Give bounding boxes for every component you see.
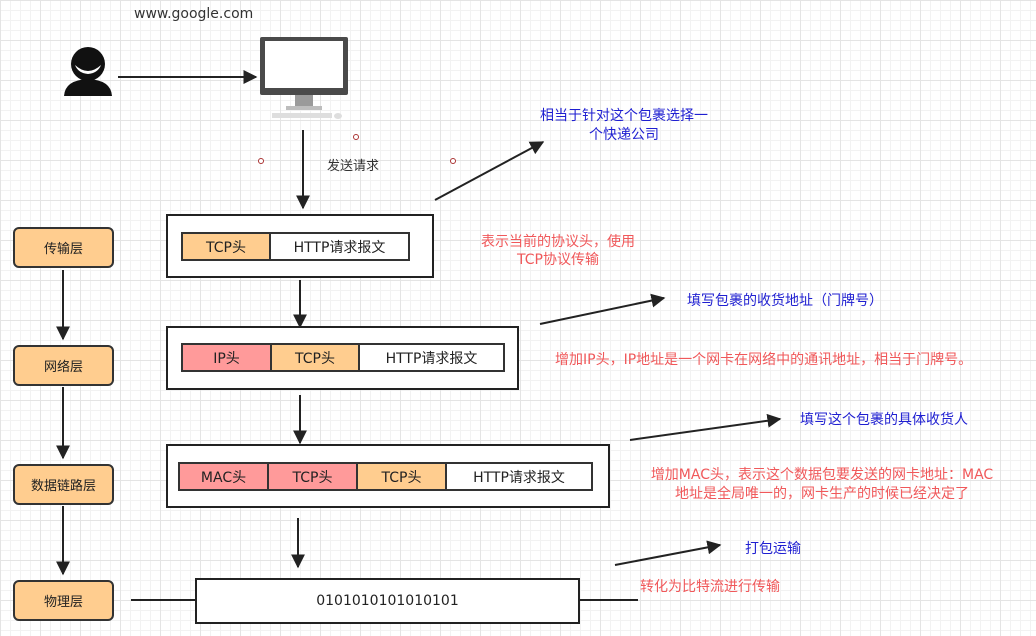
mac-note-line1: 增加MAC头，表示这个数据包要发送的网卡地址：MAC <box>650 467 994 483</box>
tcp-header-cell: TCP头 <box>267 462 358 491</box>
ip-note: 增加IP头，IP地址是一个网卡在网络中的通讯地址，相当于门牌号。 <box>555 352 973 368</box>
layer-network: 网络层 <box>13 345 114 386</box>
pack-note-arrow <box>614 540 722 566</box>
tcp-header-cell: TCP头 <box>181 232 271 261</box>
http-body-cell: HTTP请求报文 <box>358 343 505 372</box>
pack-note: 打包运输 <box>745 541 801 557</box>
http-body-cell: HTTP请求报文 <box>269 232 410 261</box>
send-request-label: 发送请求 <box>327 159 380 174</box>
tcp-header-cell: TCP头 <box>270 343 360 372</box>
transport-note-line2: TCP协议传输 <box>517 252 599 268</box>
recipient-note: 填写这个包裹的具体收货人 <box>800 412 968 428</box>
layer-physical: 物理层 <box>13 580 114 621</box>
connection-dot <box>258 158 264 164</box>
transport-note-line1: 表示当前的协议头，使用 <box>481 234 635 250</box>
computer-icon <box>258 36 350 122</box>
http-body-cell: HTTP请求报文 <box>445 462 593 491</box>
layer-transport: 传输层 <box>13 227 114 268</box>
courier-note-line2: 个快递公司 <box>589 127 659 143</box>
mac-note-line2: 地址是全局唯一的，网卡生产的时候已经决定了 <box>675 486 969 502</box>
address-note-arrow <box>539 293 666 325</box>
bitstream-note: 转化为比特流进行传输 <box>640 579 780 595</box>
bitstream-box: 0101010101010101 <box>195 578 580 624</box>
tcp-header-cell: TCP头 <box>356 462 447 491</box>
connection-dot <box>353 134 359 140</box>
courier-note-line1: 相当于针对这个包裹选择一 <box>540 108 708 124</box>
user-icon <box>62 46 114 96</box>
address-note: 填写包裹的收货地址（门牌号） <box>687 293 883 309</box>
courier-note-arrow <box>434 141 545 201</box>
layer-datalink: 数据链路层 <box>13 464 114 505</box>
mac-header-cell: MAC头 <box>178 462 269 491</box>
ip-header-cell: IP头 <box>181 343 272 372</box>
url-label: www.google.com <box>134 6 254 22</box>
recipient-note-arrow <box>629 413 782 441</box>
connection-dot <box>450 158 456 164</box>
